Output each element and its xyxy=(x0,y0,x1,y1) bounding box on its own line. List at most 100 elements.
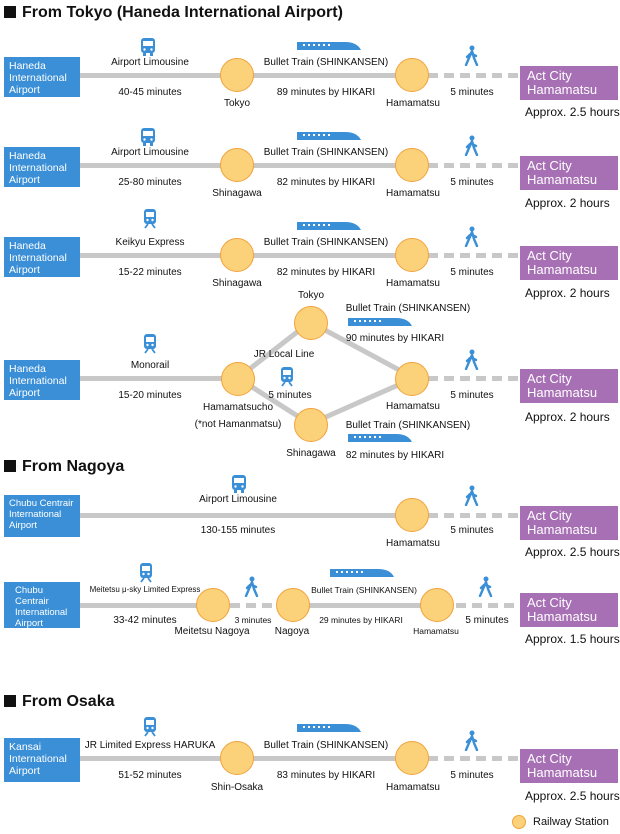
train-icon xyxy=(143,208,157,229)
total-time: Approx. 2 hours xyxy=(525,196,610,210)
shinkansen-icon xyxy=(297,724,361,732)
walk-icon xyxy=(244,576,259,597)
station-label: Hamamatsu xyxy=(413,626,459,636)
station-label: Shin-Osaka xyxy=(210,782,264,793)
duration-label: 15-22 minutes xyxy=(118,267,182,278)
duration-label: 40-45 minutes xyxy=(118,87,182,98)
section-title-osaka: From Osaka xyxy=(4,693,114,711)
walk-duration: 3 minutes xyxy=(234,615,272,625)
total-time: Approx. 1.5 hours xyxy=(525,632,620,646)
mode-label: Bullet Train (SHINKANSEN) xyxy=(263,740,389,751)
walk-icon xyxy=(464,135,479,156)
total-time: Approx. 2 hours xyxy=(525,410,610,424)
station-label: Hamamatsucho xyxy=(202,402,274,413)
station-label: Tokyo xyxy=(297,290,325,301)
duration-label: 82 minutes by HIKARI xyxy=(276,177,376,188)
mode-label: JR Limited Express HARUKA xyxy=(84,740,216,751)
monorail-icon xyxy=(143,333,157,354)
mode-label: Bullet Train (SHINKANSEN) xyxy=(263,237,389,248)
duration-label: 130-155 minutes xyxy=(200,525,276,536)
duration-label: 33-42 minutes xyxy=(113,615,177,626)
walk-icon xyxy=(464,349,479,370)
mode-label: Airport Limousine xyxy=(111,147,189,158)
origin-box: Haneda International Airport xyxy=(4,147,80,187)
walk-duration: 5 minutes xyxy=(450,770,494,781)
station-marker xyxy=(220,58,254,92)
jr-line-label: JR Local Line xyxy=(253,349,315,360)
origin-box: Haneda International Airport xyxy=(4,57,80,97)
duration-label: 29 minutes by HIKARI xyxy=(319,615,403,625)
train-icon xyxy=(139,562,153,583)
station-label: Shinagawa xyxy=(286,448,336,459)
section-title-tokyo: From Tokyo (Haneda International Airport… xyxy=(4,4,343,22)
origin-box: Haneda International Airport xyxy=(4,237,80,277)
station-marker xyxy=(395,498,429,532)
mode-label: Bullet Train (SHINKANSEN) xyxy=(263,147,389,158)
origin-box: Kansai International Airport xyxy=(4,738,80,782)
origin-box: Chubu Centrair International Airport xyxy=(4,582,80,629)
walk-duration: 5 minutes xyxy=(450,390,494,401)
bus-icon xyxy=(141,128,155,146)
section-title-nagoya: From Nagoya xyxy=(4,458,124,476)
station-marker xyxy=(420,588,454,622)
total-time: Approx. 2 hours xyxy=(525,286,610,300)
train-icon xyxy=(280,366,294,387)
duration-label: 90 minutes by HIKARI xyxy=(345,333,445,344)
station-marker xyxy=(395,362,429,396)
station-label: Shinagawa xyxy=(212,188,262,199)
jr-duration: 5 minutes xyxy=(268,390,312,401)
station-marker xyxy=(395,58,429,92)
walk-icon xyxy=(478,576,493,597)
duration-label: 82 minutes by HIKARI xyxy=(276,267,376,278)
destination-box: Act City Hamamatsu xyxy=(520,246,618,280)
shinkansen-icon xyxy=(297,42,361,50)
duration-label: 51-52 minutes xyxy=(118,770,182,781)
duration-label: 25-80 minutes xyxy=(118,177,182,188)
station-marker xyxy=(220,238,254,272)
station-marker xyxy=(294,306,328,340)
station-marker xyxy=(395,148,429,182)
destination-box: Act City Hamamatsu xyxy=(520,369,618,403)
walk-icon xyxy=(464,45,479,66)
walk-icon xyxy=(464,485,479,506)
mode-label: Monorail xyxy=(130,360,170,371)
station-label: Hamamatsu xyxy=(386,188,440,199)
walk-icon xyxy=(464,226,479,247)
walk-duration: 5 minutes xyxy=(450,267,494,278)
walk-duration: 5 minutes xyxy=(450,525,494,536)
station-label: Hamamatsu xyxy=(386,401,440,412)
station-label: Hamamatsu xyxy=(386,98,440,109)
destination-box: Act City Hamamatsu xyxy=(520,156,618,190)
station-label: Hamamatsu xyxy=(386,782,440,793)
duration-label: 89 minutes by HIKARI xyxy=(276,87,376,98)
destination-box: Act City Hamamatsu xyxy=(520,593,618,627)
mode-label: Meitetsu μ-sky Limited Express xyxy=(89,585,201,594)
station-note: (*not Hamanmatsu) xyxy=(194,419,282,430)
station-label: Shinagawa xyxy=(212,278,262,289)
mode-label: Bullet Train (SHINKANSEN) xyxy=(311,585,417,595)
mode-label: Airport Limousine xyxy=(111,57,189,68)
station-label: Hamamatsu xyxy=(386,278,440,289)
duration-label: 82 minutes by HIKARI xyxy=(345,450,445,461)
duration-label: 83 minutes by HIKARI xyxy=(276,770,376,781)
destination-box: Act City Hamamatsu xyxy=(520,66,618,100)
mode-label: Bullet Train (SHINKANSEN) xyxy=(345,420,471,431)
shinkansen-icon xyxy=(297,222,361,230)
station-marker xyxy=(395,238,429,272)
bus-icon xyxy=(141,38,155,56)
station-label: Meitetsu Nagoya xyxy=(174,626,250,637)
total-time: Approx. 2.5 hours xyxy=(525,789,620,803)
mode-label: Keikyu Express xyxy=(115,237,185,248)
mode-label: Bullet Train (SHINKANSEN) xyxy=(345,303,471,314)
station-label: Hamamatsu xyxy=(386,538,440,549)
total-time: Approx. 2.5 hours xyxy=(525,105,620,119)
station-marker xyxy=(196,588,230,622)
station-marker xyxy=(221,362,255,396)
bus-icon xyxy=(232,475,246,493)
train-icon xyxy=(143,716,157,737)
shinkansen-icon xyxy=(348,318,412,326)
station-marker xyxy=(294,408,328,442)
origin-box: Chubu Centrair International Airport xyxy=(4,495,80,537)
legend-label: Railway Station xyxy=(533,816,609,828)
